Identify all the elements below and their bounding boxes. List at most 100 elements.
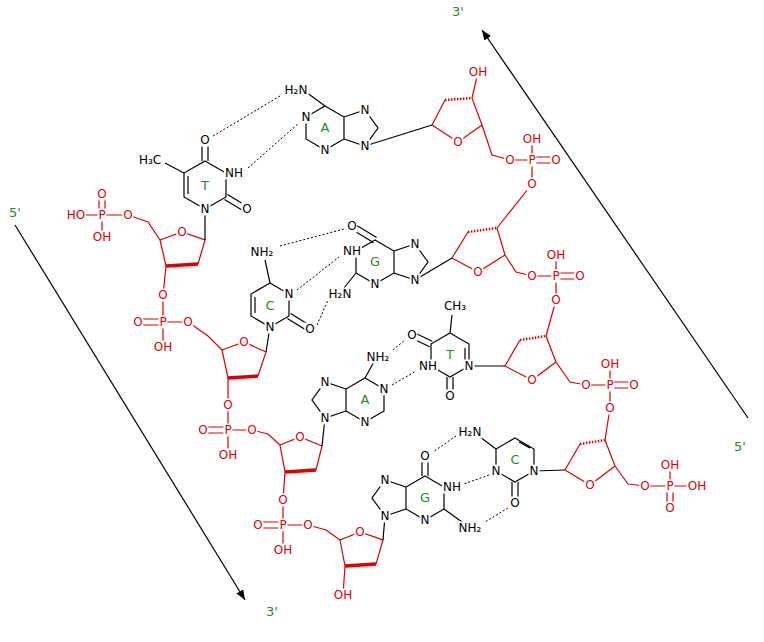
atom-label: H₂N [284, 84, 309, 97]
atom-label: O [509, 497, 520, 510]
atom-label: O [197, 424, 208, 437]
base-letter: C [264, 299, 275, 313]
atom-label: O [122, 209, 133, 222]
atom-label: N [420, 514, 431, 527]
atom-label: HO [66, 209, 86, 222]
atom-label: O [304, 323, 315, 336]
atom-label: P [527, 154, 536, 167]
atom-label: N [320, 412, 331, 425]
atom-label: O [96, 188, 107, 201]
atom-label: O [628, 379, 639, 392]
atom-label: OH [92, 231, 112, 244]
atom-label: O [246, 424, 257, 437]
atom-label: NH₂ [458, 522, 483, 535]
atom-label: NH [442, 481, 462, 494]
strand-end-label: 5' [733, 440, 747, 454]
atom-label: O [346, 220, 357, 233]
atom-label: O [664, 502, 675, 515]
atom-label: H₂N [328, 288, 353, 301]
atom-label: O [252, 519, 263, 532]
atom-label: CH₃ [443, 300, 467, 313]
atom-label: H₃C [138, 154, 162, 167]
atom-label: OH [218, 449, 238, 462]
strand-arrow [15, 225, 245, 600]
atom-label: O [277, 494, 288, 507]
atom-label: OH [468, 66, 488, 79]
atom-label: P [551, 270, 560, 283]
backbone-bonds [76, 72, 697, 595]
strand-end-label: 3' [451, 5, 465, 19]
atom-label: O [639, 480, 650, 493]
atom-label: N [380, 474, 391, 487]
atom-label: N [370, 278, 381, 291]
atom-label: P [97, 209, 106, 222]
atom-label: O [526, 178, 537, 191]
atom-label: OH [660, 459, 680, 472]
atom-label: O [406, 329, 417, 342]
atom-label: N [320, 376, 331, 389]
atom-label: OH [273, 544, 293, 557]
atom-label: N [320, 144, 331, 157]
atom-label: N [301, 111, 312, 124]
atom-label: O [238, 336, 249, 349]
base-letter: T [200, 179, 210, 193]
atom-label: O [182, 316, 193, 329]
atom-label: O [580, 379, 591, 392]
strand-end-label: 5' [8, 206, 22, 220]
atom-label: N [284, 288, 295, 301]
hashed-sugar-bond [445, 98, 605, 444]
atom-label: NH₂ [366, 351, 391, 364]
atom-label: O [294, 431, 305, 444]
atom-label: N [265, 321, 276, 334]
atom-label: N [380, 510, 391, 523]
base-letter: G [369, 255, 381, 269]
atom-label: OH [333, 589, 353, 602]
atom-label: NH [224, 167, 244, 180]
atom-label: O [550, 294, 561, 307]
atom-label: O [199, 134, 210, 147]
atom-label: O [444, 390, 455, 403]
atom-label: N [410, 274, 421, 287]
atom-label: OH [600, 358, 620, 371]
base-letter: C [509, 453, 520, 467]
atom-label: P [278, 519, 287, 532]
atom-label: OH [153, 341, 173, 354]
strand-arrow [482, 30, 748, 418]
atom-label: OH [687, 480, 707, 493]
atom-label: OH [522, 133, 542, 146]
atom-label: O [584, 479, 595, 492]
atom-label: O [241, 203, 252, 216]
atom-label: N [464, 360, 475, 373]
atom-label: O [574, 270, 585, 283]
base-bonds [165, 92, 565, 540]
atom-label: O [504, 154, 515, 167]
hydrogen-bonds [213, 96, 508, 522]
base-letter: A [320, 121, 331, 135]
atom-label: N [360, 416, 371, 429]
atom-label: O [132, 316, 143, 329]
bold-sugar-bond [166, 264, 376, 566]
base-letter: T [445, 348, 455, 362]
atom-label: NH₂ [250, 246, 275, 259]
atom-label: P [605, 379, 614, 392]
atom-label: N [379, 383, 390, 396]
atom-label: N [200, 203, 211, 216]
atom-label: N [529, 465, 540, 478]
atom-label: N [360, 104, 371, 117]
atom-label: O [452, 136, 463, 149]
atom-label: N [360, 140, 371, 153]
atom-label: O [222, 399, 233, 412]
atom-label: O [354, 526, 365, 539]
atom-label: O [157, 289, 168, 302]
base-letter: G [419, 491, 431, 505]
atom-label: O [604, 402, 615, 415]
atom-label: N [491, 465, 502, 478]
atom-label: O [176, 226, 187, 239]
atom-label: P [223, 424, 232, 437]
atom-label: P [158, 316, 167, 329]
atom-label: O [526, 374, 537, 387]
atom-label: O [526, 270, 537, 283]
atom-label: N [410, 238, 421, 251]
